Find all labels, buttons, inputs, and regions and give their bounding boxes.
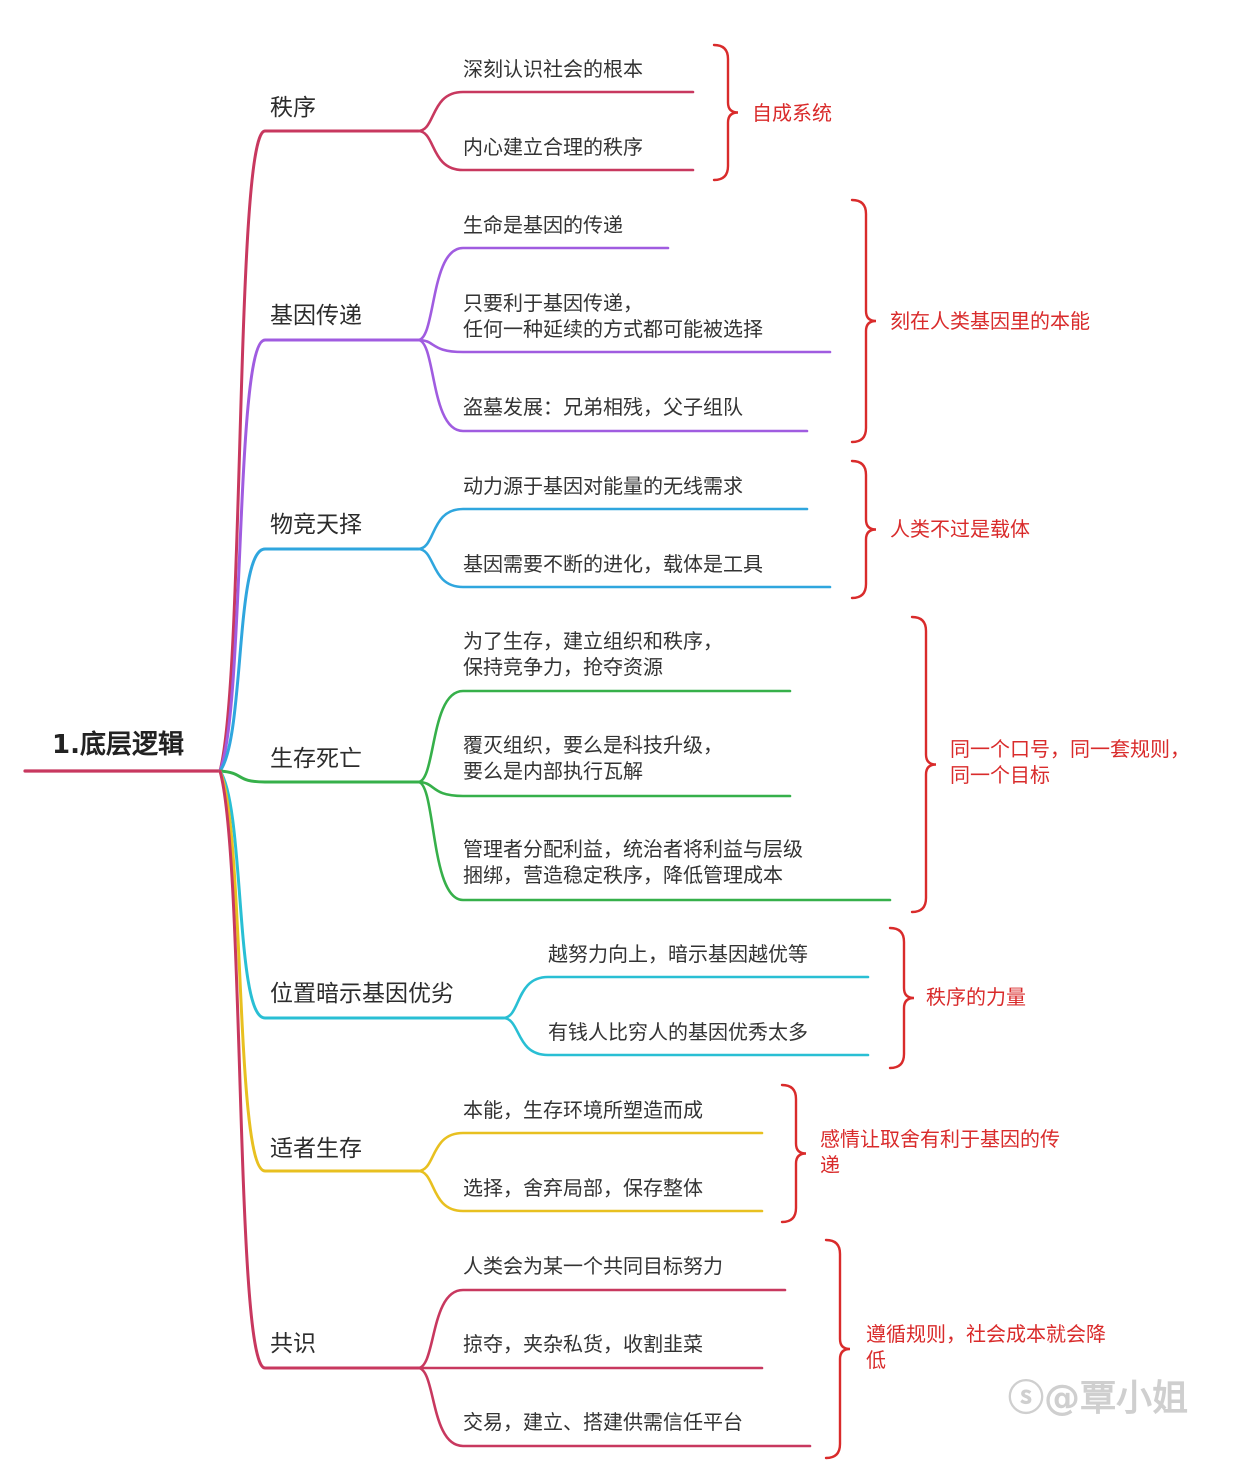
- summary-consensus: 遵循规则，社会成本就会降 低: [866, 1322, 1106, 1373]
- leaf-gene-3: 盗墓发展：兄弟相残，父子组队: [463, 395, 743, 419]
- leaf-connector: [416, 689, 792, 784]
- branch-connector: [218, 129, 420, 773]
- leaf-connector: [416, 547, 832, 589]
- leaf-order-1: 深刻认识社会的根本: [463, 57, 643, 81]
- branch-connector: [218, 547, 420, 773]
- branch-label-selection: 物竞天择: [270, 512, 362, 538]
- root-node: 1.底层逻辑: [52, 730, 184, 760]
- leaf-connector: [416, 90, 695, 133]
- leaf-connector: [416, 780, 892, 902]
- branch-label-position: 位置暗示基因优劣: [270, 981, 454, 1007]
- leaf-fittest-1: 本能，生存环境所塑造而成: [463, 1098, 703, 1122]
- branch-connector: [218, 769, 420, 1370]
- branch-label-survival: 生存死亡: [270, 746, 362, 772]
- branch-connector: [218, 338, 420, 773]
- leaf-survival-2: 覆灭组织，要么是科技升级， 要么是内部执行瓦解: [463, 733, 723, 784]
- leaf-order-2: 内心建立合理的秩序: [463, 135, 643, 159]
- summary-brace: [850, 459, 877, 600]
- leaf-consensus-1: 人类会为某一个共同目标努力: [463, 1254, 723, 1278]
- branch-connector: [218, 769, 505, 1020]
- leaf-connector: [416, 1131, 764, 1173]
- leaf-connector: [501, 975, 870, 1020]
- leaf-gene-2: 只要利于基因传递， 任何一种延续的方式都可能被选择: [463, 291, 763, 342]
- summary-fittest: 感情让取舍有利于基因的传 递: [820, 1127, 1060, 1178]
- branch-label-order: 秩序: [270, 95, 316, 121]
- leaf-connector: [416, 1366, 812, 1448]
- leaf-position-2: 有钱人比穷人的基因优秀太多: [548, 1020, 808, 1044]
- leaf-consensus-3: 交易，建立、搭建供需信任平台: [463, 1410, 743, 1434]
- branch-label-consensus: 共识: [270, 1331, 316, 1357]
- summary-brace: [910, 615, 937, 914]
- leaf-connector: [416, 338, 832, 354]
- branch-connector: [218, 769, 420, 1173]
- leaf-selection-1: 动力源于基因对能量的无线需求: [463, 474, 743, 498]
- leaf-consensus-2: 掠夺，夹杂私货，收割韭菜: [463, 1332, 703, 1356]
- summary-brace: [888, 926, 915, 1070]
- leaf-survival-1: 为了生存，建立组织和秩序， 保持竞争力，抢夺资源: [463, 629, 723, 680]
- branch-label-gene: 基因传递: [270, 303, 362, 329]
- leaf-position-1: 越努力向上，暗示基因越优等: [548, 942, 808, 966]
- summary-brace: [712, 43, 739, 182]
- branch-label-fittest: 适者生存: [270, 1136, 362, 1162]
- leaf-connector: [416, 338, 809, 433]
- leaf-fittest-2: 选择，舍弃局部，保存整体: [463, 1176, 703, 1200]
- summary-selection: 人类不过是载体: [890, 517, 1030, 541]
- summary-brace: [850, 198, 877, 444]
- watermark: ⓢ@覃小姐: [1008, 1378, 1189, 1419]
- branch-connector: [218, 769, 420, 784]
- leaf-connector: [416, 507, 809, 551]
- leaf-survival-3: 管理者分配利益，统治者将利益与层级 捆绑，营造稳定秩序，降低管理成本: [463, 837, 803, 888]
- leaf-connector: [416, 1169, 764, 1213]
- leaf-gene-1: 生命是基因的传递: [463, 213, 623, 237]
- summary-gene: 刻在人类基因里的本能: [890, 309, 1090, 333]
- summary-brace: [780, 1083, 807, 1224]
- leaf-connector: [416, 129, 695, 172]
- leaf-selection-2: 基因需要不断的进化，载体是工具: [463, 552, 763, 576]
- summary-position: 秩序的力量: [926, 985, 1026, 1009]
- leaf-connector: [416, 1288, 787, 1370]
- summary-brace: [824, 1238, 851, 1460]
- summary-order: 自成系统: [752, 101, 832, 125]
- leaf-connector: [501, 1016, 870, 1057]
- leaf-connector: [416, 780, 792, 798]
- leaf-connector: [416, 246, 670, 342]
- summary-survival: 同一个口号，同一套规则， 同一个目标: [950, 737, 1190, 788]
